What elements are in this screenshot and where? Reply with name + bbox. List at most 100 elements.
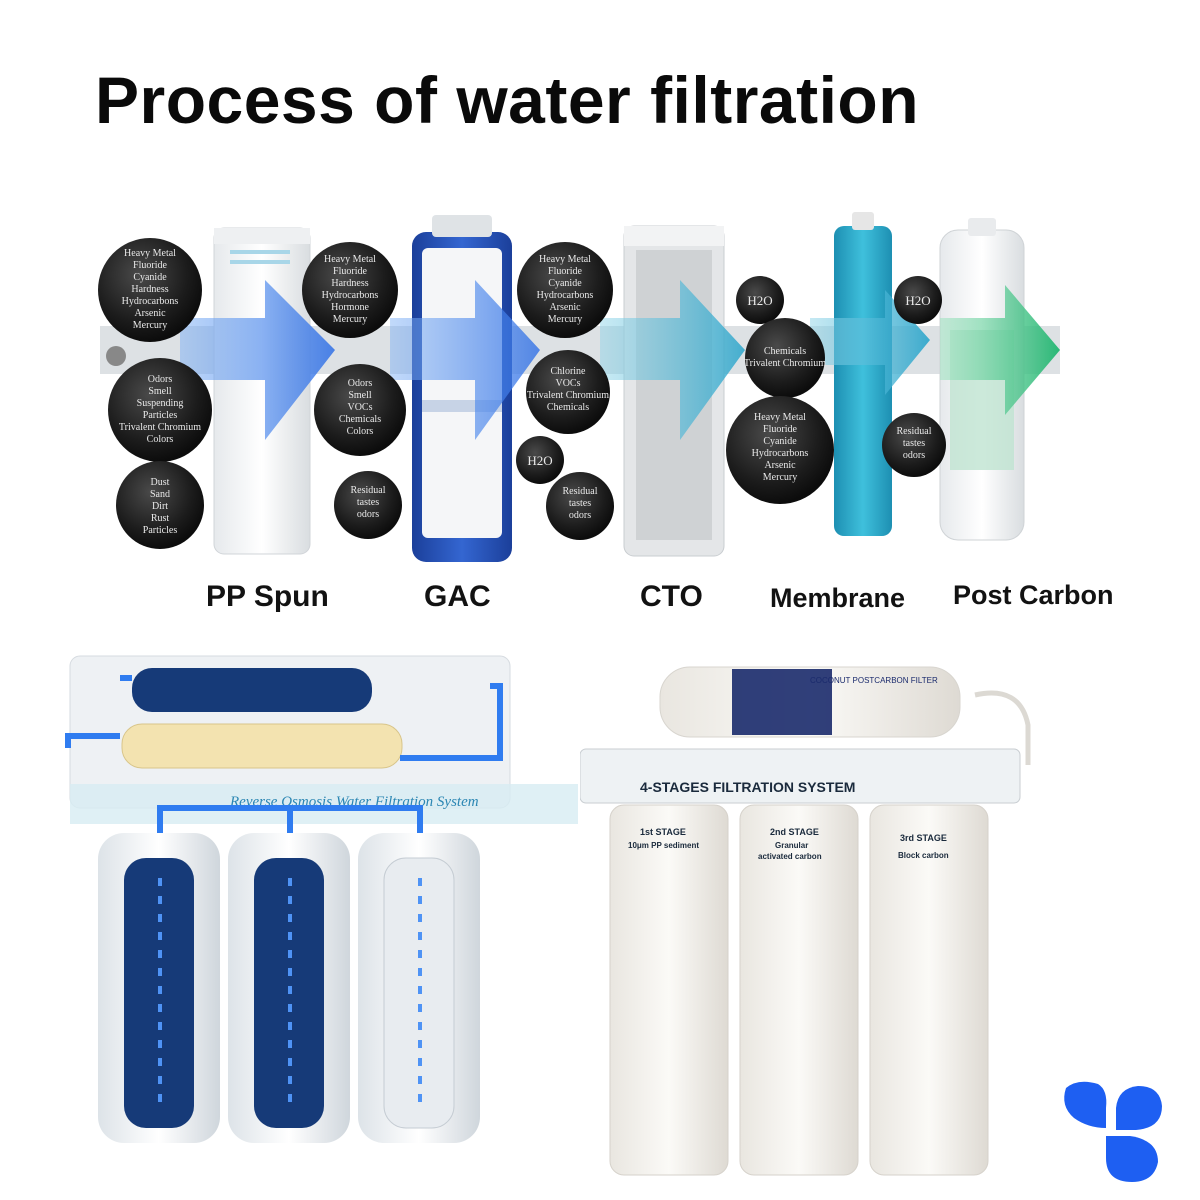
- four-stage-system-illustration: COCONUT POSTCARBON FILTER 4-STAGES FILTR…: [580, 666, 1031, 1176]
- svg-text:Chlorine: Chlorine: [551, 366, 587, 377]
- membrane-cartridge: [834, 212, 892, 536]
- stage2-desc2: activated carbon: [758, 852, 822, 861]
- svg-text:Residual: Residual: [897, 426, 932, 437]
- svg-text:Cyanide: Cyanide: [133, 272, 167, 283]
- svg-text:Hardness: Hardness: [131, 284, 168, 295]
- svg-text:Mercury: Mercury: [548, 314, 582, 325]
- h2o-bubble: H2O: [736, 276, 784, 324]
- svg-text:Mercury: Mercury: [763, 472, 797, 483]
- flow-arrow-3: [600, 280, 745, 440]
- stage2-title: 2nd STAGE: [770, 827, 819, 837]
- svg-text:Hydrocarbons: Hydrocarbons: [537, 290, 594, 301]
- svg-text:Hydrocarbons: Hydrocarbons: [752, 448, 809, 459]
- svg-text:Fluoride: Fluoride: [333, 266, 367, 277]
- svg-text:Particles: Particles: [143, 525, 178, 536]
- filtration-stages-diagram: Heavy Metal Fluoride Cyanide Hardness Hy…: [98, 212, 1060, 562]
- stage-label-post-carbon: Post Carbon: [953, 580, 1114, 610]
- svg-text:Fluoride: Fluoride: [548, 266, 582, 277]
- stage1-desc: 10μm PP sediment: [628, 841, 699, 850]
- ro-system-illustration: Reverse Osmosis Water Filtration System: [65, 655, 578, 1143]
- svg-text:Trivalent Chromium: Trivalent Chromium: [119, 422, 201, 433]
- svg-text:Heavy Metal: Heavy Metal: [754, 412, 806, 423]
- svg-text:Arsenic: Arsenic: [134, 308, 166, 319]
- svg-text:Residual: Residual: [351, 485, 386, 496]
- contaminant-bubble: Heavy Metal Fluoride Cyanide Hardness Hy…: [98, 238, 202, 342]
- svg-text:Arsenic: Arsenic: [549, 302, 581, 313]
- svg-text:Hydrocarbons: Hydrocarbons: [122, 296, 179, 307]
- flow-arrow-4: [810, 290, 930, 395]
- svg-text:Cyanide: Cyanide: [548, 278, 582, 289]
- svg-text:Chemicals: Chemicals: [764, 346, 806, 357]
- svg-text:Smell: Smell: [148, 386, 172, 397]
- svg-text:Particles: Particles: [143, 410, 178, 421]
- contaminant-bubble: Dust Sand Dirt Rust Particles: [116, 461, 204, 549]
- stage-label-gac: GAC: [424, 580, 491, 613]
- small-bubble: [106, 346, 126, 366]
- page-title: Process of water filtration: [95, 63, 920, 137]
- svg-text:Cyanide: Cyanide: [763, 436, 797, 447]
- flow-arrow-1: [180, 280, 335, 440]
- svg-text:Mercury: Mercury: [333, 314, 367, 325]
- svg-text:Residual: Residual: [563, 486, 598, 497]
- contaminant-bubble: Chlorine VOCs Trivalent Chromium Chemica…: [526, 350, 610, 434]
- svg-text:H2O: H2O: [747, 293, 772, 308]
- svg-text:Odors: Odors: [148, 374, 173, 385]
- coconut-filter-label: COCONUT POSTCARBON FILTER: [810, 676, 938, 685]
- stage3-title: 3rd STAGE: [900, 833, 947, 843]
- svg-text:Sand: Sand: [150, 489, 170, 500]
- svg-text:tastes: tastes: [569, 498, 591, 509]
- contaminant-bubble: Chemicals Trivalent Chromium: [744, 318, 826, 398]
- svg-text:Chemicals: Chemicals: [339, 414, 381, 425]
- svg-text:Hormone: Hormone: [331, 302, 369, 313]
- svg-text:Heavy Metal: Heavy Metal: [324, 254, 376, 265]
- stage3-desc: Block carbon: [898, 851, 949, 860]
- flow-arrow-5: [940, 285, 1060, 415]
- svg-text:Dust: Dust: [151, 477, 170, 488]
- h2o-bubble: H2O: [894, 276, 942, 324]
- contaminant-bubble: Heavy Metal Fluoride Cyanide Hydrocarbon…: [517, 242, 613, 338]
- svg-text:Heavy Metal: Heavy Metal: [124, 248, 176, 259]
- svg-text:odors: odors: [357, 509, 379, 520]
- svg-text:Hardness: Hardness: [331, 278, 368, 289]
- stage2-desc1: Granular: [775, 841, 808, 850]
- contaminant-bubble: Residual tastes odors: [334, 471, 402, 539]
- h2o-bubble: H2O: [516, 436, 564, 484]
- contaminant-bubble: Odors Smell Suspending Particles Trivale…: [108, 358, 212, 462]
- svg-text:tastes: tastes: [903, 438, 925, 449]
- svg-text:VOCs: VOCs: [555, 378, 580, 389]
- svg-text:Fluoride: Fluoride: [133, 260, 167, 271]
- svg-text:Mercury: Mercury: [133, 320, 167, 331]
- brand-logo: [1064, 1081, 1162, 1182]
- svg-text:H2O: H2O: [527, 453, 552, 468]
- svg-text:Rust: Rust: [151, 513, 170, 524]
- svg-text:Colors: Colors: [347, 426, 374, 437]
- svg-text:Odors: Odors: [348, 378, 373, 389]
- svg-text:odors: odors: [569, 510, 591, 521]
- svg-text:Colors: Colors: [147, 434, 174, 445]
- svg-text:tastes: tastes: [357, 497, 379, 508]
- stage1-title: 1st STAGE: [640, 827, 686, 837]
- svg-text:H2O: H2O: [905, 293, 930, 308]
- system-header: 4-STAGES FILTRATION SYSTEM: [640, 779, 855, 795]
- svg-text:Dirt: Dirt: [152, 501, 168, 512]
- svg-text:Smell: Smell: [348, 390, 372, 401]
- stage-label-membrane: Membrane: [770, 583, 906, 613]
- stage-label-pp-spun: PP Spun: [206, 580, 329, 613]
- svg-text:VOCs: VOCs: [347, 402, 372, 413]
- svg-text:odors: odors: [903, 450, 925, 461]
- contaminant-bubble: Heavy Metal Fluoride Cyanide Hydrocarbon…: [726, 396, 834, 504]
- svg-text:Trivalent Chromium: Trivalent Chromium: [527, 390, 609, 401]
- svg-text:Suspending: Suspending: [137, 398, 184, 409]
- contaminant-bubble: Residual tastes odors: [882, 413, 946, 477]
- contaminant-bubble: Odors Smell VOCs Chemicals Colors: [314, 364, 406, 456]
- svg-text:Hydrocarbons: Hydrocarbons: [322, 290, 379, 301]
- contaminant-bubble: Heavy Metal Fluoride Hardness Hydrocarbo…: [302, 242, 398, 338]
- stage-label-cto: CTO: [640, 580, 703, 613]
- flow-arrow-2: [390, 280, 540, 440]
- svg-text:Arsenic: Arsenic: [764, 460, 796, 471]
- svg-text:Heavy Metal: Heavy Metal: [539, 254, 591, 265]
- svg-text:Fluoride: Fluoride: [763, 424, 797, 435]
- svg-text:Trivalent Chromium: Trivalent Chromium: [744, 358, 826, 369]
- svg-text:Chemicals: Chemicals: [547, 402, 589, 413]
- contaminant-bubble: Residual tastes odors: [546, 472, 614, 540]
